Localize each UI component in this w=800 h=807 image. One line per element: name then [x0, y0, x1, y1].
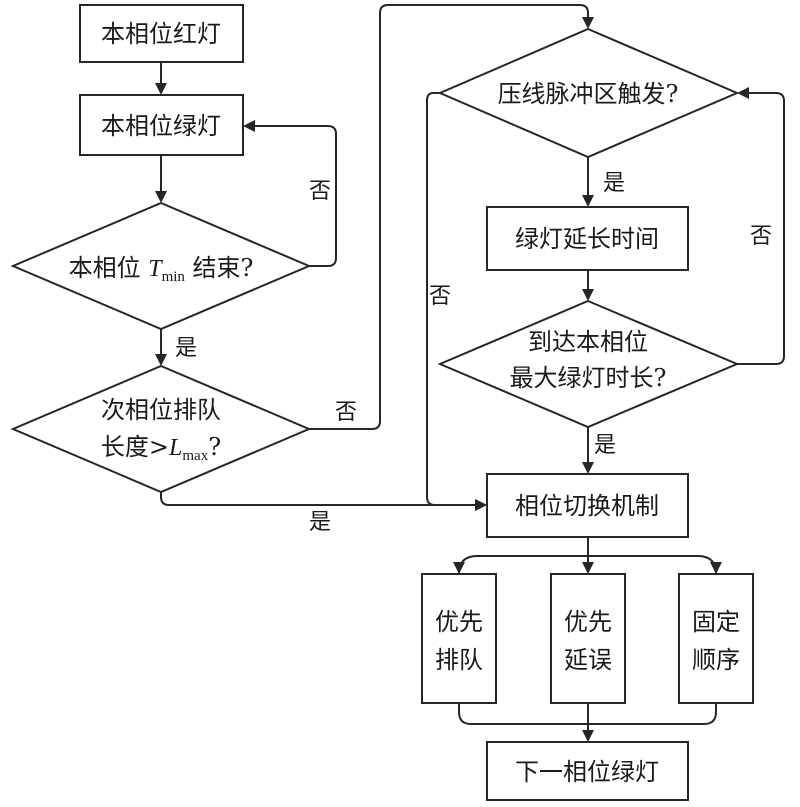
svg-text:顺序: 顺序: [692, 646, 740, 674]
edge-pulse-no: [426, 92, 487, 511]
svg-text:绿灯延长时间: 绿灯延长时间: [515, 225, 659, 253]
svg-text:优先: 优先: [435, 608, 483, 636]
svg-text:下一相位绿灯: 下一相位绿灯: [515, 758, 659, 786]
node-green-light: 本相位绿灯: [79, 94, 244, 156]
node-pulse-decision: 压线脉冲区触发?: [437, 27, 740, 159]
svg-text:延误: 延误: [564, 646, 612, 674]
svg-text:最大绿灯时长?: 最大绿灯时长?: [510, 364, 667, 392]
label-pulse-yes: 是: [603, 171, 625, 196]
svg-text:次相位排队: 次相位排队: [101, 396, 221, 424]
node-next-green: 下一相位绿灯: [486, 741, 689, 801]
svg-text:到达本相位: 到达本相位: [528, 328, 648, 356]
svg-text:长度>Lmax?: 长度>Lmax?: [101, 433, 221, 464]
label-pulse-no: 否: [429, 284, 451, 309]
label-tmin-yes: 是: [175, 336, 197, 361]
svg-text:优先: 优先: [564, 608, 612, 636]
edge-queue-yes: [160, 492, 487, 511]
node-fixed-order: 固定 顺序: [678, 573, 754, 704]
node-phase-switch: 相位切换机制: [486, 473, 689, 538]
label-queue-yes: 是: [309, 510, 331, 535]
edge-tmin-no: [243, 120, 337, 267]
node-tmin-decision: 本相位 Tmin 结束?: [10, 201, 312, 331]
node-queue-decision: 次相位排队 长度>Lmax?: [10, 364, 312, 494]
svg-text:排队: 排队: [435, 646, 483, 674]
svg-text:相位切换机制: 相位切换机制: [515, 492, 659, 520]
svg-text:本相位红灯: 本相位红灯: [101, 20, 221, 48]
node-priority-queue: 优先 排队: [421, 573, 497, 704]
node-priority-delay: 优先 延误: [550, 573, 626, 704]
label-queue-no: 否: [335, 400, 357, 425]
svg-text:本相位绿灯: 本相位绿灯: [101, 112, 221, 140]
node-red-light: 本相位红灯: [79, 4, 244, 63]
edge-queue-no: [309, 4, 594, 430]
label-max-yes: 是: [594, 433, 616, 458]
node-green-extend: 绿灯延长时间: [486, 206, 689, 271]
svg-text:压线脉冲区触发?: 压线脉冲区触发?: [498, 80, 679, 108]
svg-text:固定: 固定: [692, 608, 740, 636]
node-max-green-decision: 到达本相位 最大绿灯时长?: [437, 299, 740, 429]
svg-text:本相位 Tmin 结束?: 本相位 Tmin 结束?: [69, 254, 254, 285]
label-max-no: 否: [750, 224, 772, 249]
edge-max-no: [737, 87, 785, 365]
label-tmin-no: 否: [309, 179, 331, 204]
